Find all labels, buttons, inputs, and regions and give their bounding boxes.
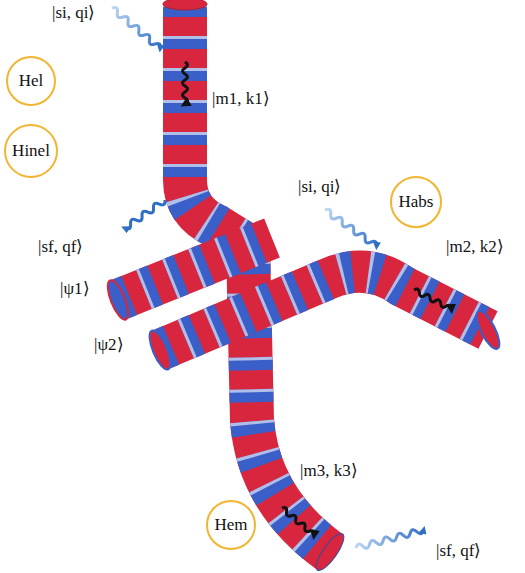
state-label: |ψ2⟩ xyxy=(94,334,124,355)
state-label: |m3, k3⟩ xyxy=(300,460,358,481)
hamiltonian-label: Hinel xyxy=(12,141,50,161)
state-label: |m1, k1⟩ xyxy=(212,88,270,109)
hamiltonian-circle: Hinel xyxy=(4,124,58,178)
state-label: |si, qi⟩ xyxy=(298,176,341,197)
hamiltonian-label: Hel xyxy=(19,71,44,91)
hamiltonian-circle: Hel xyxy=(6,56,56,106)
state-label: |sf, qf⟩ xyxy=(436,540,481,561)
hamiltonian-circle: Hem xyxy=(206,500,256,550)
hamiltonian-circle: Habs xyxy=(390,176,442,228)
hamiltonian-label: Hem xyxy=(214,515,247,535)
state-label: |m2, k2⟩ xyxy=(446,236,504,257)
state-label: |ψ1⟩ xyxy=(60,278,90,299)
state-label: |sf, qf⟩ xyxy=(38,236,83,257)
state-label: |si, qi⟩ xyxy=(52,2,95,23)
hamiltonian-label: Habs xyxy=(399,192,434,212)
tube-psi2 xyxy=(145,272,503,372)
photon-arrows xyxy=(110,6,452,551)
